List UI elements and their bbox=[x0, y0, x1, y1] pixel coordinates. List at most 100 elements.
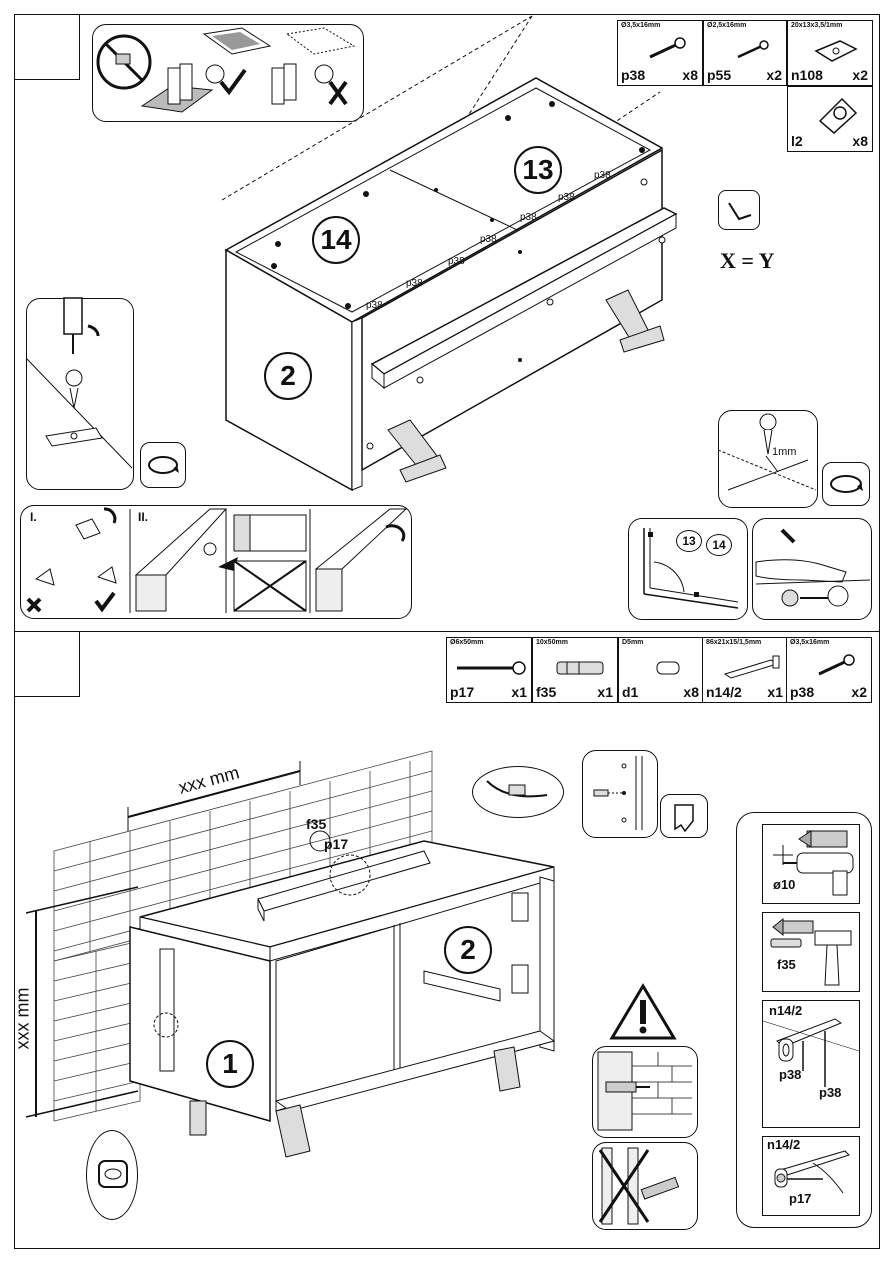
screw-label-p38: p38 bbox=[558, 192, 575, 203]
screw-icon bbox=[649, 37, 686, 59]
step-label-two: II. bbox=[138, 510, 149, 524]
part-n14-2: 86x21x15/1,5mm n14/2 x1 bbox=[702, 637, 788, 703]
dowel-icon bbox=[656, 661, 680, 675]
part-qty: x2 bbox=[852, 67, 868, 83]
one-mm-detail bbox=[717, 413, 817, 491]
part-dim: D5mm bbox=[622, 639, 644, 646]
step2-frame bbox=[14, 631, 880, 1249]
long-screw-icon bbox=[457, 661, 526, 675]
callout-p17: p17 bbox=[324, 836, 349, 852]
bracket2-title: n14/2 bbox=[767, 1137, 801, 1152]
panel-number-label: 13 bbox=[522, 154, 554, 185]
circle-label-14: 14 bbox=[706, 534, 732, 556]
wall-plug-icon bbox=[556, 661, 604, 675]
screw-icon bbox=[818, 654, 855, 676]
circle-label-text: 14 bbox=[712, 538, 726, 552]
part-p17: Ø6x50mm p17 x1 bbox=[446, 637, 532, 703]
measure-diagonals-icon bbox=[718, 190, 760, 230]
angle-detail bbox=[643, 528, 739, 609]
panel-number-1: 1 bbox=[206, 1040, 254, 1088]
part-dim: Ø3,5x16mm bbox=[621, 22, 661, 29]
zoom-detail-rail bbox=[472, 766, 564, 818]
hand-detail bbox=[755, 528, 871, 607]
part-code: d1 bbox=[622, 684, 639, 700]
screw-label-p38: p38 bbox=[480, 234, 497, 245]
warning-icon bbox=[609, 983, 677, 1040]
plug-label: f35 bbox=[777, 957, 796, 972]
step-label-one: I. bbox=[30, 510, 37, 524]
part-code: p17 bbox=[450, 684, 475, 700]
zoom-detail-lock bbox=[86, 1130, 138, 1220]
part-dim: 20x13x3,5/1mm bbox=[791, 22, 843, 29]
part-code: n14/2 bbox=[706, 684, 742, 700]
part-qty: x8 bbox=[682, 67, 698, 83]
screw-label-p38: p38 bbox=[366, 300, 383, 311]
panel-number-label: 2 bbox=[460, 934, 476, 965]
part-code: p55 bbox=[707, 67, 732, 83]
screw-label-p38: p38 bbox=[520, 212, 537, 223]
part-code: p38 bbox=[790, 684, 815, 700]
part-qty: x2 bbox=[851, 684, 867, 700]
panel-number-label: 2 bbox=[280, 360, 296, 391]
part-qty: x1 bbox=[511, 684, 527, 700]
callout-f35: f35 bbox=[306, 816, 327, 832]
surface-warning-illustration bbox=[96, 27, 356, 113]
plate-icon bbox=[814, 40, 858, 62]
measure-1mm: 1mm bbox=[772, 446, 797, 458]
bracket2-screw: p17 bbox=[789, 1191, 812, 1206]
screw-label-p38: p38 bbox=[406, 278, 423, 289]
part-dim: Ø3,5x16mm bbox=[790, 639, 830, 646]
panel-number-label: 1 bbox=[222, 1048, 238, 1079]
part-f35: 10x50mm f35 x1 bbox=[532, 637, 618, 703]
drill-hole-detail bbox=[593, 756, 643, 830]
part-dim: 86x21x15/1,5mm bbox=[706, 639, 762, 646]
drill-panel: ø10 bbox=[762, 824, 860, 904]
screw-label-p38: p38 bbox=[448, 256, 465, 267]
part-dim: Ø6x50mm bbox=[450, 639, 484, 646]
part-qty: x8 bbox=[852, 133, 868, 149]
part-qty: x1 bbox=[597, 684, 613, 700]
circle-label-text: 13 bbox=[682, 534, 696, 548]
screwdriver-detail bbox=[25, 297, 133, 469]
step2-number-box bbox=[14, 631, 80, 697]
panel-number-2-step2: 2 bbox=[444, 926, 492, 974]
panel-number-13: 13 bbox=[514, 146, 562, 194]
part-n108: 20x13x3,5/1mm n108 x2 bbox=[787, 20, 873, 86]
circle-label-13: 13 bbox=[676, 530, 702, 552]
part-p38: Ø3,5x16mm p38 x8 bbox=[617, 20, 703, 86]
dimension-vertical: xxx mm bbox=[12, 987, 33, 1050]
bracket-screw-panel: n14/2 p38 p38 bbox=[762, 1000, 860, 1128]
part-qty: x1 bbox=[767, 684, 783, 700]
part-code: p38 bbox=[621, 67, 646, 83]
bracket-wall-panel: n14/2 p17 bbox=[762, 1136, 860, 1216]
part-code: l2 bbox=[791, 133, 803, 149]
part-dim: 10x50mm bbox=[536, 639, 568, 646]
panel-number-2: 2 bbox=[264, 352, 312, 400]
part-code: f35 bbox=[536, 684, 557, 700]
connector-steps-illustration bbox=[26, 507, 408, 613]
panel-number-label: 14 bbox=[320, 224, 352, 255]
equation-x-equals-y: X = Y bbox=[720, 248, 775, 273]
part-dim: Ø2,5x16mm bbox=[707, 22, 747, 29]
plug-hammer-panel: f35 bbox=[762, 912, 860, 992]
part-p55: Ø2,5x16mm p55 x2 bbox=[703, 20, 787, 86]
bracket1-screw-b: p38 bbox=[819, 1085, 842, 1100]
part-p38: Ø3,5x16mm p38 x2 bbox=[786, 637, 872, 703]
bracket1-title: n14/2 bbox=[769, 1003, 803, 1018]
glue-icon bbox=[660, 794, 708, 838]
part-code: n108 bbox=[791, 67, 823, 83]
drill-size-label: ø10 bbox=[773, 877, 796, 892]
panel-number-14: 14 bbox=[312, 216, 360, 264]
screw-label-p38: p38 bbox=[594, 170, 611, 181]
solid-wall-detail bbox=[597, 1051, 692, 1131]
no-tools-icon bbox=[96, 34, 152, 90]
rotate-icon bbox=[140, 442, 186, 488]
rotate-icon bbox=[822, 462, 870, 506]
part-qty: x2 bbox=[766, 67, 782, 83]
connector-icon bbox=[818, 97, 858, 135]
part-qty: x8 bbox=[683, 684, 699, 700]
hollow-wall-detail bbox=[598, 1147, 680, 1225]
part-l2: l2 x8 bbox=[787, 86, 873, 152]
step1-number-box bbox=[14, 14, 80, 80]
screw-icon bbox=[737, 40, 769, 59]
